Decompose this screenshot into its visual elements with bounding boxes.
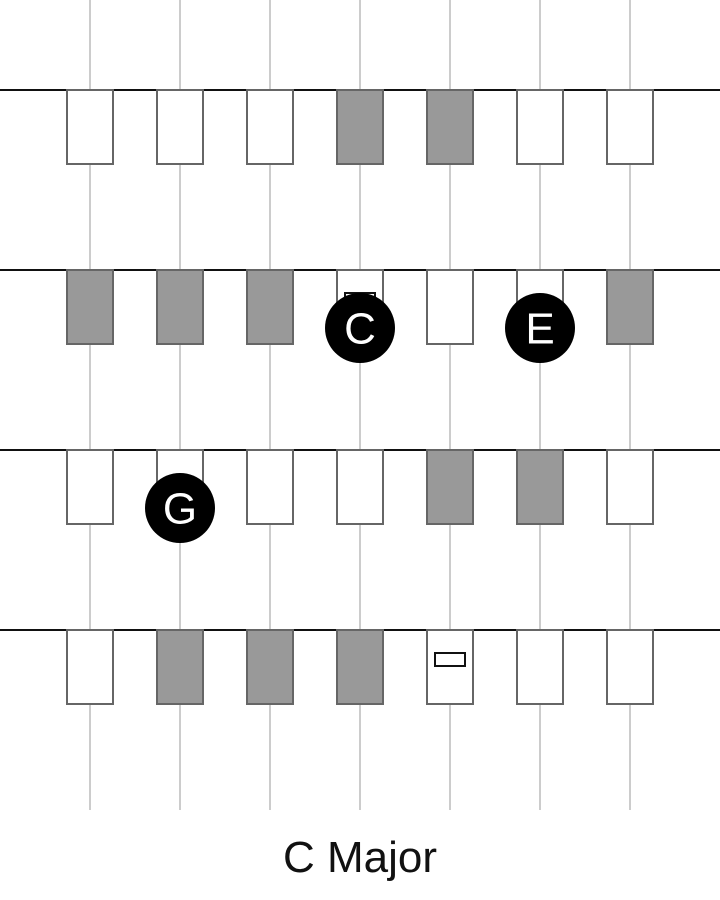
shaded-tile <box>156 629 204 705</box>
open-tile <box>246 449 294 525</box>
open-tile <box>336 449 384 525</box>
note-circle <box>325 293 395 363</box>
open-tile <box>606 449 654 525</box>
open-tile <box>516 629 564 705</box>
open-tile <box>66 449 114 525</box>
marker-box <box>434 652 466 667</box>
shaded-tile <box>66 269 114 345</box>
shaded-tile <box>426 89 474 165</box>
note-circle <box>505 293 575 363</box>
note-marker: C <box>325 293 395 363</box>
shaded-tile <box>246 629 294 705</box>
shaded-tile <box>426 449 474 525</box>
note-marker: E <box>505 293 575 363</box>
open-tile <box>156 89 204 165</box>
shaded-tile <box>336 89 384 165</box>
note-label: E <box>525 305 554 354</box>
shaded-tile <box>156 269 204 345</box>
shaded-tile <box>516 449 564 525</box>
tile-grid <box>66 89 654 705</box>
open-tile <box>426 269 474 345</box>
note-marker: G <box>145 473 215 543</box>
open-tile <box>66 629 114 705</box>
open-tile <box>66 89 114 165</box>
note-label: C <box>344 305 376 354</box>
open-tile <box>246 89 294 165</box>
shaded-tile <box>246 269 294 345</box>
note-label: G <box>163 485 197 534</box>
shaded-tile <box>606 269 654 345</box>
open-tile <box>516 89 564 165</box>
note-circle <box>145 473 215 543</box>
open-tile <box>606 89 654 165</box>
diagram-title: C Major <box>283 833 437 882</box>
open-tile <box>606 629 654 705</box>
shaded-tile <box>336 629 384 705</box>
note-group: C E G <box>145 293 575 543</box>
